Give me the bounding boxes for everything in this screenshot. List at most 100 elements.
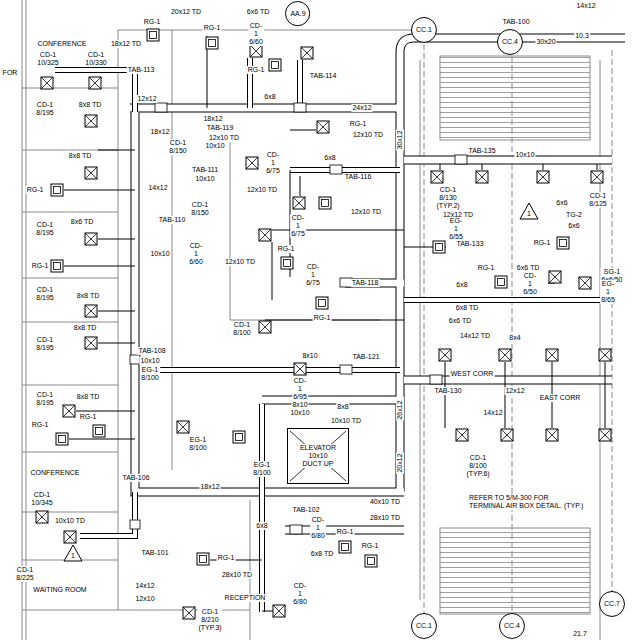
node-text: CC.1 — [415, 622, 433, 630]
ceiling-diffuser — [591, 171, 603, 183]
bubble-circle — [498, 30, 523, 55]
annotation-label: 12x12 — [504, 387, 525, 395]
annotation-label: 8x6 TD — [70, 218, 94, 226]
annotation-label: RECEPTION — [224, 594, 267, 602]
duct-inner — [130, 38, 625, 530]
node-text: ELEVATOR — [299, 444, 337, 452]
annotation-label: FOR — [2, 69, 19, 77]
return-grille — [495, 276, 507, 288]
ceiling-diffuser — [293, 197, 305, 209]
bubble-circle — [412, 18, 437, 43]
annotation-label: EG-1 6/55 — [448, 217, 464, 241]
annotation-label: 10x10 TD — [54, 517, 86, 525]
annotation-label: RG-1 — [203, 24, 222, 32]
annotation-label: RG-1 — [336, 528, 355, 536]
annotation-label: EG-1 8/100 — [140, 366, 160, 382]
ceiling-diffuser — [85, 337, 97, 349]
node-text: 10x10 DUCT UP — [298, 452, 338, 468]
ceiling-diffuser — [89, 77, 101, 89]
annotation-label: 10x10 — [149, 250, 170, 258]
annotation-label: TAB-106 — [121, 474, 150, 482]
terminal-air-box — [294, 103, 306, 112]
annotation-label: CONFERENCE — [29, 469, 80, 477]
annotation-label: 12x12 — [136, 95, 157, 103]
annotation-label: TAB-101 — [140, 549, 169, 557]
return-grille — [51, 260, 63, 272]
return-grille — [365, 555, 377, 567]
elevator-shaft: ELEVATOR10x10 DUCT UP — [287, 428, 349, 484]
annotation-label: 20x12 — [396, 452, 404, 473]
annotation-label: CONFERENCE — [36, 40, 87, 48]
annotation-label: 6x6 — [555, 199, 568, 207]
ceiling-diffuser — [501, 429, 513, 441]
ceiling-diffuser — [599, 349, 611, 361]
terminal-air-box — [155, 103, 167, 112]
return-grille — [433, 241, 445, 253]
annotation-label: TAB-133 — [455, 240, 484, 248]
annotation-label: TAB-110 — [158, 216, 187, 224]
ceiling-diffuser — [36, 511, 48, 523]
annotation-label: CD-1 6/80 — [310, 516, 326, 540]
annotation-label: 6x6 TD — [448, 317, 472, 325]
annotation-label: RG-1 — [533, 239, 552, 247]
annotation-label: CD-1 10/325 — [36, 51, 59, 67]
annotation-label: RG-1 — [31, 262, 50, 270]
ceiling-diffuser — [476, 171, 488, 183]
ceiling-diffuser — [63, 405, 75, 417]
annotation-label: TAB-102 — [291, 506, 320, 514]
annotation-label: 12x10 TD — [246, 186, 278, 194]
annotation-label: 6x8 — [263, 93, 276, 101]
node-text: CC.1 — [415, 26, 433, 34]
annotation-label: 14x12 — [575, 2, 596, 10]
shaft-cross — [290, 431, 346, 481]
revision-delta: 1 — [519, 202, 539, 220]
ceiling-diffuser — [246, 157, 258, 169]
annotation-label: RG-1 — [79, 413, 98, 421]
terminal-air-box — [455, 155, 467, 164]
terminal-air-box — [290, 525, 302, 534]
annotation-label: RG-1 — [477, 264, 496, 272]
annotation-label: CD-1 8/210 (TYP.3) — [197, 608, 222, 632]
annotation-label: 6x8 — [455, 281, 468, 289]
annotation-label: 10x10 — [289, 409, 310, 417]
wall-lines — [22, 30, 600, 640]
annotation-label: 14x12 TD — [459, 332, 491, 340]
annotation-label: 6x8 — [255, 522, 268, 530]
annotation-label: 6x8 — [323, 154, 336, 162]
annotation-label: WEST CORR — [450, 370, 495, 378]
annotation-label: EG-1 8/100 — [252, 461, 272, 477]
ceiling-diffuser — [546, 429, 558, 441]
annotation-label: RG-1 — [143, 18, 162, 26]
bubble-circle — [600, 592, 625, 617]
annotation-label: 12x10 TD — [350, 208, 382, 216]
annotation-label: TAB-100 — [501, 18, 530, 26]
walls — [22, 0, 612, 640]
terminal-boxes — [130, 103, 467, 534]
annotation-label: RG-1 — [217, 554, 236, 562]
annotation-label: TAB-119 — [206, 124, 235, 132]
stair — [440, 56, 590, 140]
annotation-label: 10x10 TD — [330, 417, 362, 425]
return-grille — [316, 297, 328, 309]
annotation-label: 12x10 TD — [352, 131, 384, 139]
node-text: CC.7 — [603, 600, 621, 608]
grid-bubble: CC.1 — [411, 613, 437, 639]
bubble-circle — [286, 2, 310, 26]
terminal-air-box — [340, 365, 352, 374]
annotation-label: RG-1 — [313, 314, 332, 322]
diffusers — [36, 29, 611, 619]
annotation-label: CD-1 6/80 — [292, 582, 308, 606]
revision-delta: 1 — [63, 544, 83, 562]
annotation-label: 30x20 — [535, 38, 556, 46]
ceiling-diffuser — [549, 271, 561, 283]
annotation-label: 6x8 TD — [455, 304, 479, 312]
annotation-label: CD-1 8/125 — [588, 192, 608, 208]
annotation-label: TG-2 — [565, 211, 583, 219]
node-text: CC.4 — [501, 38, 519, 46]
annotation-label: 14x12 — [134, 582, 155, 590]
node-text: AA.9 — [289, 10, 306, 18]
branch-line — [207, 36, 555, 611]
annotation-label: 14x12 — [482, 409, 503, 417]
return-grille — [51, 184, 63, 196]
annotation-label: TAB-121 — [351, 353, 380, 361]
